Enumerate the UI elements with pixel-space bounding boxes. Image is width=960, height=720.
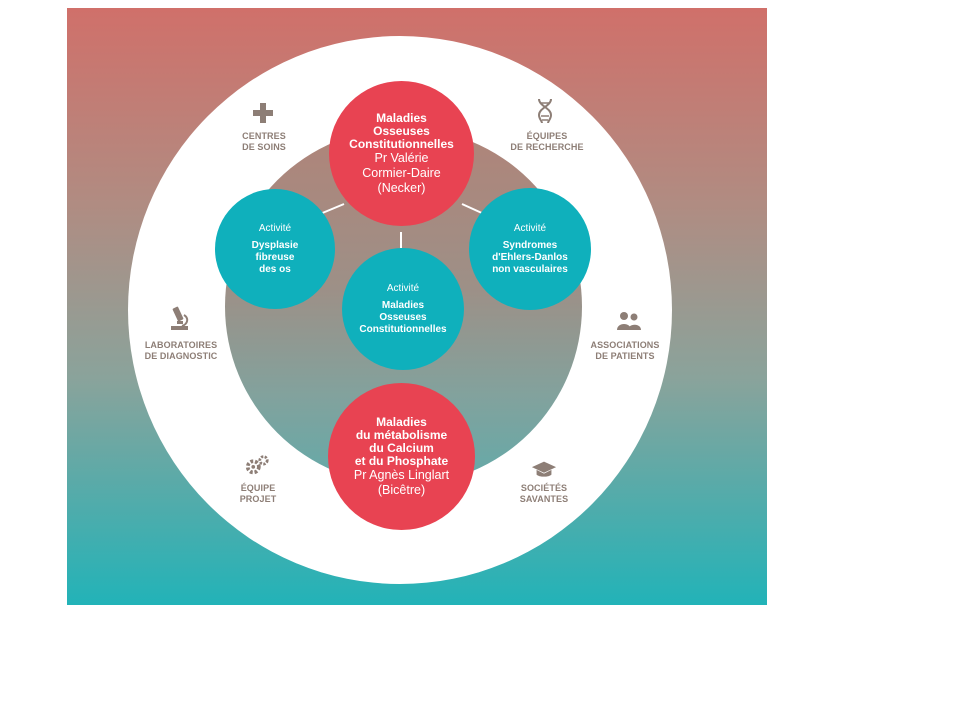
partner-label-laboratoires-de-diagnostic: LABORATOIRES DE DIAGNOSTIC [144,340,218,361]
partner-label-equipe-projet: ÉQUIPE PROJET [239,483,277,504]
top-center-circle: Maladies Osseuses Constitutionnelles Pr … [329,81,474,226]
activity-heading: Activité [386,282,420,294]
activity-title: Maladies Osseuses Constitutionnelles [359,299,447,335]
partner-label-equipes-de-recherche: ÉQUIPES DE RECHERCHE [510,131,584,152]
activity-circle-center: Activité Maladies Osseuses Constitutionn… [342,248,464,370]
partner-label-associations-de-patients: ASSOCIATIONS DE PATIENTS [590,340,660,361]
people-icon [616,308,642,334]
bottom-center-circle: Maladies du métabolisme du Calcium et du… [328,383,475,530]
activity-title: Dysplasie fibreuse des os [251,239,299,275]
top-center-person: Pr Valérie Cormier-Daire (Necker) [362,150,441,195]
graduation-cap-icon [531,456,557,482]
connector-line-left [319,203,345,215]
activity-circle-left: Activité Dysplasie fibreuse des os [215,189,335,309]
gears-icon [244,452,270,478]
partner-label-societes-savantes: SOCIÉTÉS SAVANTES [519,483,569,504]
activity-heading: Activité [513,222,547,234]
bottom-center-title: Maladies du métabolisme du Calcium et du… [354,414,449,468]
medical-cross-icon [250,100,276,126]
dna-icon [532,98,558,124]
activity-heading: Activité [258,222,292,234]
partner-label-centres-de-soins: CENTRES DE SOINS [242,131,286,152]
activity-circle-right: Activité Syndromes d'Ehlers-Danlos non v… [469,188,591,310]
activity-title: Syndromes d'Ehlers-Danlos non vasculaire… [492,239,568,275]
top-center-title: Maladies Osseuses Constitutionnelles [349,110,454,151]
bottom-center-person: Pr Agnès Linglart (Bicêtre) [353,467,450,497]
microscope-icon [166,305,192,331]
